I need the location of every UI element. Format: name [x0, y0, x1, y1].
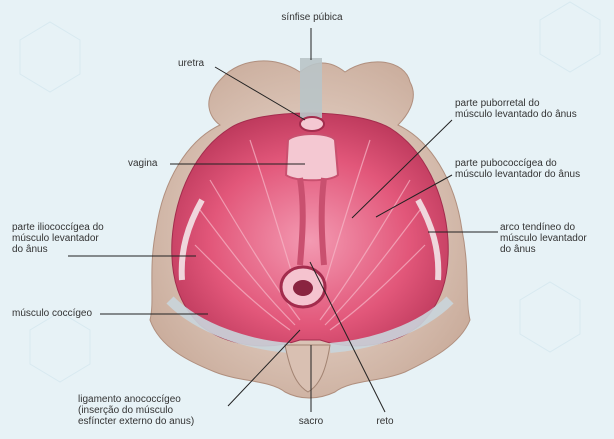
label-arco: arco tendíneo do músculo levantador do â… — [500, 222, 587, 255]
label-reto: reto — [370, 416, 400, 427]
pubic-symphysis — [300, 58, 322, 118]
label-puborretal: parte puborretal do músculo levantado do… — [455, 98, 577, 120]
label-uretra: uretra — [178, 58, 204, 69]
label-sacro: sacro — [291, 416, 331, 427]
label-anococcigeo: ligamento anococcígeo (inserção do múscu… — [78, 394, 194, 427]
vagina — [286, 134, 338, 180]
label-vagina: vagina — [128, 158, 157, 169]
label-coccigeo: músculo coccígeo — [12, 308, 92, 319]
label-sinfise: sínfise púbica — [262, 12, 362, 23]
label-iliococcigea: parte iliococcígea do músculo levantador… — [12, 222, 104, 255]
label-pubococcigea: parte pubococcígea do músculo levantador… — [455, 158, 580, 180]
